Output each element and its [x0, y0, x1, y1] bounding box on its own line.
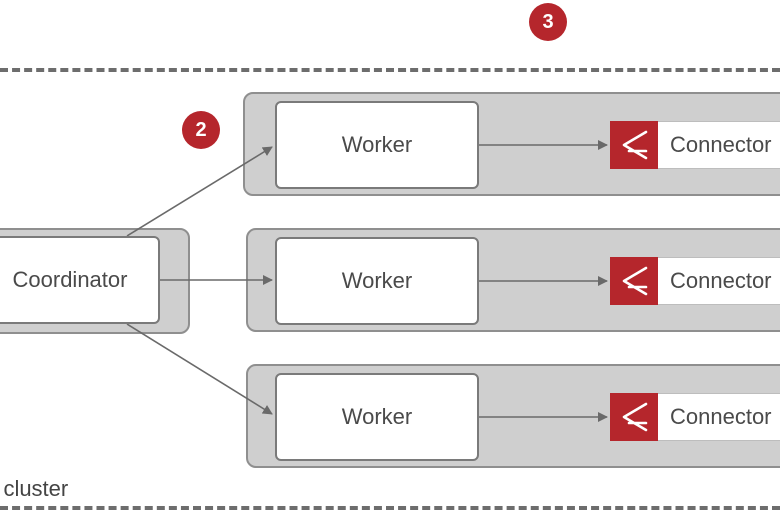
- connector-2: Connector: [610, 257, 780, 305]
- bracket-a-icon: [610, 393, 658, 441]
- step-3-badge: 3: [529, 3, 567, 41]
- coordinator-node: Coordinator: [0, 236, 160, 324]
- worker-node-2: Worker: [275, 237, 479, 325]
- cluster-label: r cluster: [0, 476, 69, 501]
- connector-3: Connector: [610, 393, 780, 441]
- edge-coordinator-worker-1: [126, 146, 273, 237]
- connector-label: Connector: [658, 257, 780, 305]
- worker-label: Worker: [341, 404, 413, 429]
- worker-label: Worker: [341, 268, 413, 293]
- bracket-a-icon: [610, 257, 658, 305]
- edge-coordinator-worker-3: [126, 323, 273, 415]
- coordinator-label: Coordinator: [12, 267, 128, 292]
- connector-label: Connector: [658, 393, 780, 441]
- bracket-a-icon: [610, 121, 658, 169]
- worker-node-1: Worker: [275, 101, 479, 189]
- connector-label: Connector: [658, 121, 780, 169]
- step-2-badge: 2: [182, 111, 220, 149]
- cluster-boundary-bottom: [0, 506, 780, 510]
- cluster-boundary-top: [0, 68, 780, 72]
- worker-label: Worker: [341, 132, 413, 157]
- connector-1: Connector: [610, 121, 780, 169]
- worker-node-3: Worker: [275, 373, 479, 461]
